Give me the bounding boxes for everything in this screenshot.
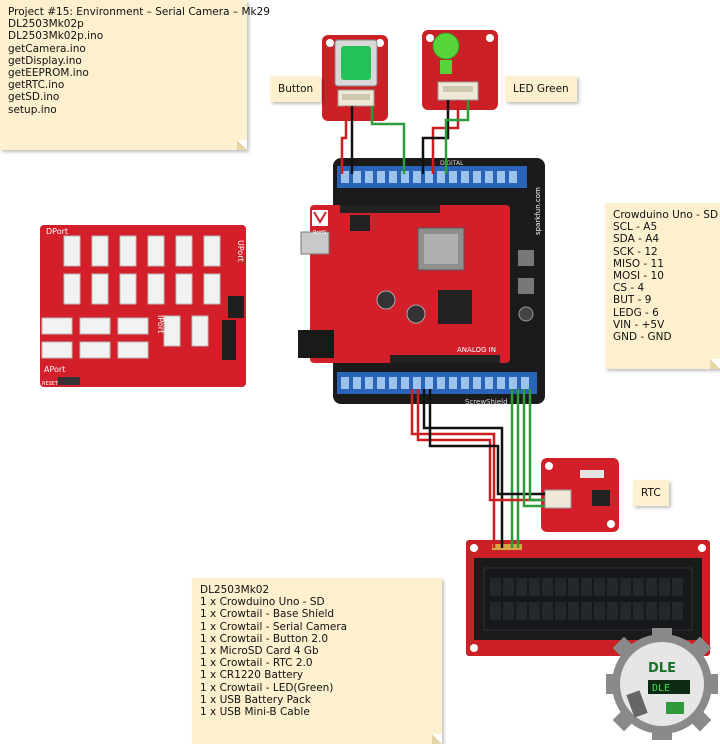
project-note-line: Project #15: Environment – Serial Camera… bbox=[8, 6, 270, 18]
project-note-line: getDisplay.ino bbox=[8, 54, 82, 67]
rohs-label: RoHS bbox=[313, 230, 326, 236]
button-label: Button bbox=[270, 76, 322, 102]
pins-note-line: SCK - 12 bbox=[613, 245, 658, 258]
pins-note-line: Crowduino Uno - SD bbox=[613, 209, 719, 221]
rtc-module bbox=[541, 458, 619, 532]
screwshield-label: ScrewShield bbox=[465, 398, 508, 406]
project-note: Project #15: Environment – Serial Camera… bbox=[0, 0, 270, 150]
project-note-line: getCamera.ino bbox=[8, 42, 86, 55]
pins-note-line: GND - GND bbox=[613, 331, 672, 344]
project-note-line: getEEPROM.ino bbox=[8, 67, 89, 80]
parts-note-line: 1 x Crowduino Uno - SD bbox=[200, 596, 325, 609]
parts-note-line: 1 x USB Battery Pack bbox=[200, 693, 311, 706]
crowduino-board bbox=[298, 205, 510, 363]
parts-note-line: DL2503Mk02 bbox=[200, 584, 270, 596]
wire-button-green bbox=[370, 106, 406, 174]
pins-note-line: SDA - A4 bbox=[613, 233, 660, 246]
button-module bbox=[322, 35, 388, 121]
pins-note: Crowduino Uno - SD SCL - A5 SDA - A4 SCK… bbox=[605, 203, 720, 369]
dle-logo-text: DLE bbox=[648, 661, 676, 676]
wire-lcd-black bbox=[422, 389, 504, 548]
dle-gear-logo: DLE bbox=[606, 628, 718, 740]
wire-led-green bbox=[444, 100, 470, 174]
pins-note-line: BUT - 9 bbox=[613, 294, 652, 307]
svg-text:DLE: DLE bbox=[652, 683, 670, 694]
project-note-line: setup.ino bbox=[8, 103, 57, 116]
pins-note-line: VIN - +5V bbox=[613, 318, 665, 331]
wire-rtc-green-2 bbox=[528, 389, 545, 502]
project-note-line: DL2503Mk02p.ino bbox=[8, 30, 104, 43]
parts-note-line: 1 x Crowtail - Base Shield bbox=[200, 608, 335, 621]
project-note-line: getSD.ino bbox=[8, 91, 60, 104]
parts-note-line: 1 x Crowtail - Serial Camera bbox=[200, 620, 348, 633]
rtc-label: RTC bbox=[633, 480, 669, 506]
led-green-module bbox=[422, 30, 498, 110]
led-green-label: LED Green bbox=[505, 76, 577, 102]
dport-label: DPort bbox=[46, 227, 68, 236]
wire-lcd-red bbox=[410, 389, 496, 548]
aport-label: APort bbox=[44, 365, 65, 374]
pins-note-line: LEDG - 6 bbox=[613, 306, 659, 319]
wire-rtc-red bbox=[416, 389, 545, 502]
sparkfun-label: sparkfun.com bbox=[534, 187, 542, 235]
parts-note-line: 1 x Crowtail - RTC 2.0 bbox=[200, 657, 313, 670]
uport-label: UPort bbox=[236, 240, 245, 262]
parts-note-line: 1 x MicroSD Card 4 Gb bbox=[200, 645, 319, 658]
pins-note-line: CS - 4 bbox=[613, 282, 645, 295]
base-shield bbox=[40, 225, 246, 387]
project-note-line: DL2503Mk02p bbox=[8, 18, 84, 31]
parts-note-line: 1 x Crowtail - Button 2.0 bbox=[200, 632, 329, 645]
lcd-display bbox=[466, 540, 710, 656]
wires bbox=[340, 100, 545, 548]
pins-note-line: SCL - A5 bbox=[613, 221, 658, 234]
pins-note-line: MOSI - 10 bbox=[613, 270, 664, 283]
parts-note-line: 1 x Crowtail - LED(Green) bbox=[200, 681, 334, 694]
wire-rtc-black bbox=[428, 389, 545, 496]
pins-note-line: MISO - 11 bbox=[613, 257, 664, 270]
parts-note-line: 1 x CR1220 Battery bbox=[200, 669, 304, 682]
parts-note-line: 1 x USB Mini-B Cable bbox=[200, 706, 310, 719]
iport-label: IPort bbox=[156, 315, 165, 333]
wire-button-red bbox=[340, 106, 348, 174]
reset-label: RESET bbox=[42, 381, 59, 387]
analog-in-label: ANALOG IN bbox=[457, 346, 496, 354]
project-note-line: getRTC.ino bbox=[8, 79, 65, 92]
wire-rtc-green-1 bbox=[522, 389, 545, 508]
digital-label: DIGITAL bbox=[440, 160, 464, 167]
parts-note: DL2503Mk02 1 x Crowduino Uno - SD 1 x Cr… bbox=[192, 578, 442, 744]
